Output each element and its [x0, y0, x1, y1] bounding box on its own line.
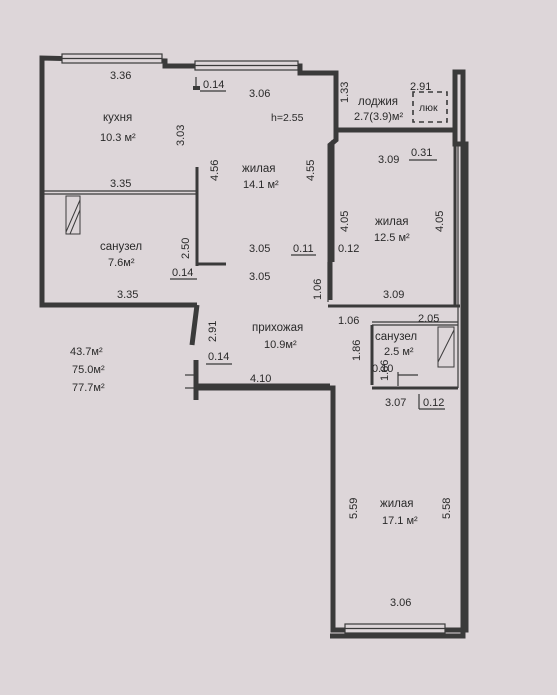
- dim-label: 4.55: [305, 160, 317, 181]
- windows: [61, 53, 446, 634]
- total-area: 75.0м²: [72, 364, 105, 376]
- dim-label: 3.09: [378, 154, 399, 166]
- living3-area: 17.1 м²: [382, 515, 418, 527]
- dim-label: 1.06: [338, 315, 359, 327]
- kitchen-name: кухня: [103, 112, 132, 124]
- hall-area: 10.9м²: [264, 339, 297, 351]
- dim-label: 3.05: [249, 243, 270, 255]
- dim-label: 2.91: [207, 321, 219, 342]
- hatch-label: люк: [419, 102, 438, 114]
- total-living: 43.7м²: [70, 346, 103, 358]
- dim-label: 4.05: [434, 211, 446, 232]
- dimensions-vertical: 1.33 3.03 4.56 4.55 4.05 4.05 2.50 1.06 …: [175, 82, 453, 519]
- dim-label: 3.06: [249, 88, 270, 100]
- dim-label: 0.14: [208, 351, 229, 363]
- dim-label: 4.05: [339, 211, 351, 232]
- dim-label: 5.58: [441, 498, 453, 519]
- kitchen-area: 10.3 м²: [100, 132, 136, 144]
- ceiling-height: h=2.55: [271, 112, 304, 124]
- outer-wall-hall: [189, 304, 200, 346]
- living3-name: жилая: [380, 498, 413, 510]
- dim-label: 5.59: [348, 498, 360, 519]
- total-with-loggia: 77.7м²: [72, 382, 105, 394]
- dimensions-horizontal: 3.36 0.14 3.06 2.91 3.09 0.31 3.35 0.14 …: [110, 70, 445, 609]
- area-totals: 43.7м² 75.0м² 77.7м²: [70, 346, 105, 394]
- dim-label: 3.06: [390, 597, 411, 609]
- dim-label: 0.31: [411, 147, 432, 159]
- dim-label: 2.91: [410, 81, 431, 93]
- dim-label: 4.56: [209, 160, 221, 181]
- dim-label: 3.07: [385, 397, 406, 409]
- dim-label: 3.05: [249, 271, 270, 283]
- dim-label: 1.06: [312, 279, 324, 300]
- room-labels: кухня 10.3 м² жилая 14.1 м² h=2.55 жилая…: [100, 96, 438, 527]
- dim-label: 3.36: [110, 70, 131, 82]
- outer-walls: [39, 55, 469, 639]
- dim-label: 1.86: [379, 360, 391, 381]
- dim-label: 3.35: [117, 289, 138, 301]
- ducts: [65, 195, 455, 368]
- living2-name: жилая: [375, 216, 408, 228]
- interior-walls: [44, 77, 460, 390]
- bath1-area: 7.6м²: [108, 257, 135, 269]
- dim-label: 2.50: [180, 238, 192, 259]
- dim-label: 2.05: [418, 313, 439, 325]
- living1-name: жилая: [242, 163, 275, 175]
- dim-label: 1.86: [351, 340, 363, 361]
- dim-label: 3.03: [175, 125, 187, 146]
- wall-living1-left: [193, 86, 200, 90]
- duct-bath1: [65, 195, 81, 235]
- dim-label: 0.12: [423, 397, 444, 409]
- dim-label: 4.10: [250, 373, 271, 385]
- living1-area: 14.1 м²: [243, 179, 279, 191]
- hall-name: прихожая: [252, 322, 303, 334]
- outer-wall-bottom-room: [196, 69, 469, 639]
- dim-label: 0.11: [293, 243, 314, 255]
- dim-label: 3.09: [383, 289, 404, 301]
- dim-label: 1.33: [339, 82, 351, 103]
- living2-area: 12.5 м²: [374, 232, 410, 244]
- outer-wall-left: [39, 55, 320, 308]
- wall-loggia-join: [320, 70, 339, 300]
- loggia-area: 2.7(3.9)м²: [354, 111, 403, 123]
- dim-label: 0.14: [203, 79, 224, 91]
- dim-label: 3.35: [110, 178, 131, 190]
- dim-label: 0.12: [338, 243, 359, 255]
- loggia-hatch: [412, 91, 448, 123]
- loggia-name: лоджия: [358, 96, 398, 108]
- bath2-area: 2.5 м²: [384, 346, 414, 358]
- bath2-name: санузел: [375, 331, 417, 343]
- bath1-name: санузел: [100, 241, 142, 253]
- duct-bath2: [437, 326, 455, 368]
- dim-label: 0.10: [372, 363, 393, 375]
- dim-label: 0.14: [172, 267, 193, 279]
